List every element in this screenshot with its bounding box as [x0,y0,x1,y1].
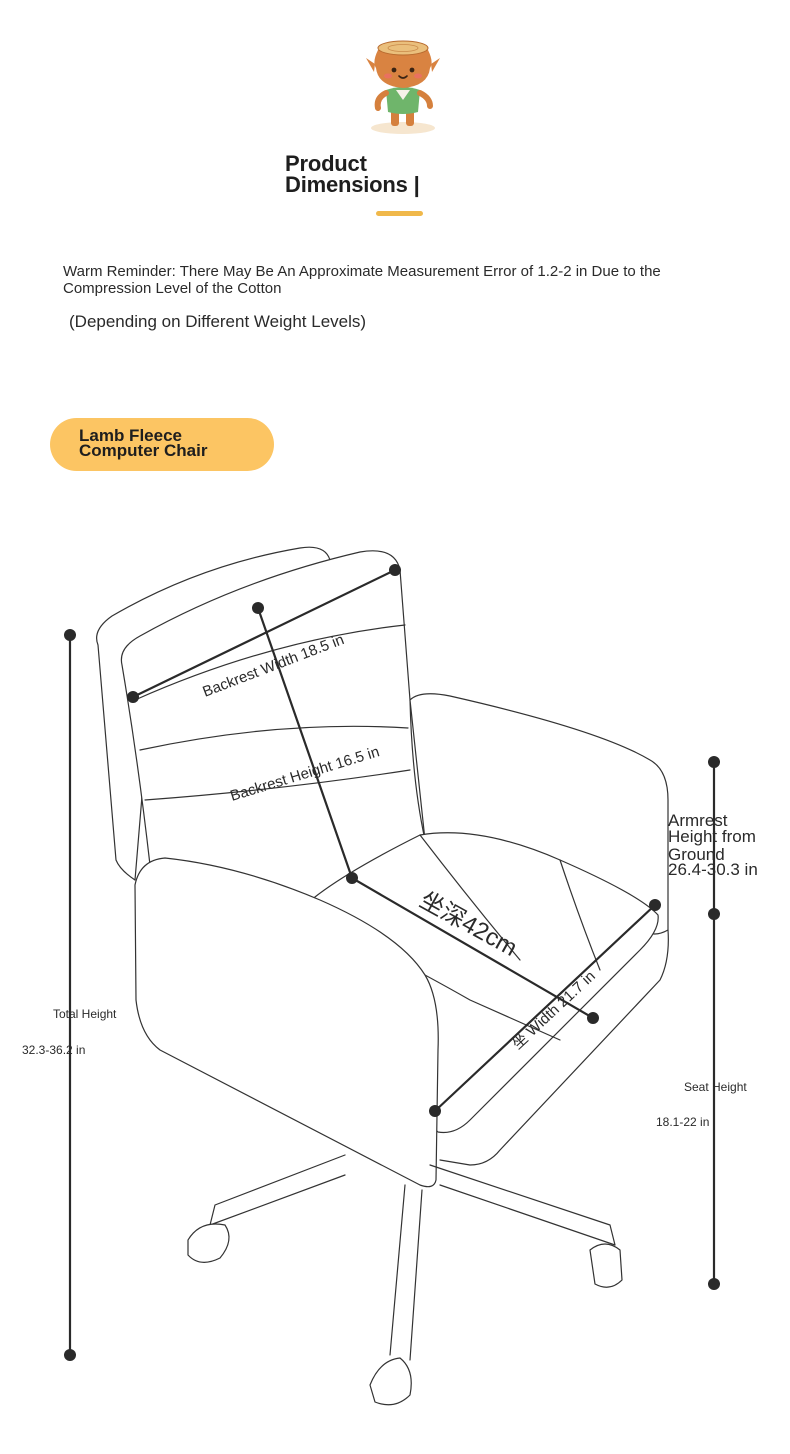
dimension-lines [64,564,720,1361]
total-height-value: 32.3-36.2 in [22,1043,85,1057]
title-line-1: Product [285,151,367,176]
title-line-2: Dimensions | [285,172,420,197]
page-title: Product Dimensions | [285,151,420,197]
total-height-label: Total Height [53,1007,117,1021]
office-chair-illustration: Backrest Width 18.5 in Backrest Height 1… [22,546,761,1406]
badge-line-2: Computer Chair [79,441,208,460]
title-underline [376,211,423,216]
badge-line-1: Lamb Fleece [79,426,182,445]
weight-level-note: (Depending on Different Weight Levels) [69,312,367,331]
product-name-badge: Lamb Fleece Computer Chair [50,418,274,471]
measurement-reminder: Warm Reminder: There May Be An Approxima… [63,263,661,297]
badge-text: Lamb Fleece Computer Chair [79,426,269,460]
seat-height-label: Seat Height [684,1080,747,1094]
tree-stump-mascot-icon [366,40,440,134]
seat-height-value: 18.1-22 in [656,1115,709,1129]
armrest-height-label: Armrest Height from Ground 26.4-30.3 in [668,811,761,879]
chair-outline [96,546,669,1406]
